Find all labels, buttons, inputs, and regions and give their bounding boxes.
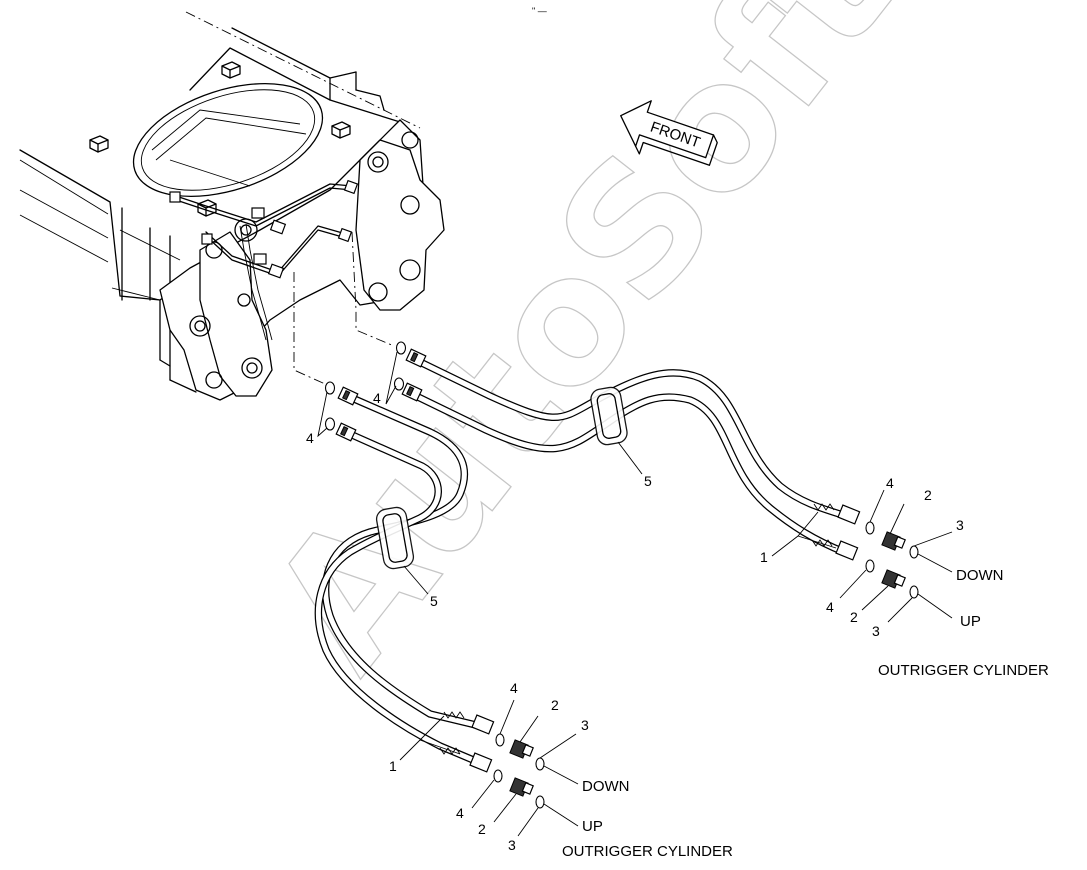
frame-oring-callout-right: 4 xyxy=(373,390,381,406)
clamp-right: 5 xyxy=(590,386,652,489)
upper-right-hose-callout: 1 xyxy=(760,549,768,565)
lower-oring-adapter-bottom-callout: 3 xyxy=(508,837,516,853)
clamp-left: 5 xyxy=(375,506,438,609)
clamp-right-callout: 5 xyxy=(644,473,652,489)
lower-cylinder-label: OUTRIGGER CYLINDER xyxy=(562,843,733,860)
lower-oring-hose-top-callout: 4 xyxy=(510,680,518,696)
upper-right-oring-hose-bottom-callout: 4 xyxy=(826,599,834,615)
lower-hoses xyxy=(314,386,495,773)
watermark: AutoSoft xyxy=(232,0,929,707)
upper-right-cylinder-label: OUTRIGGER CYLINDER xyxy=(878,662,1049,679)
clamp-left-callout: 5 xyxy=(430,593,438,609)
frame-oring-callout-left: 4 xyxy=(306,430,314,446)
adapter-lower-bottom xyxy=(509,777,534,797)
upper-right-oring-adapter-bottom-callout: 3 xyxy=(872,623,880,639)
lower-adapter-bottom-callout: 2 xyxy=(478,821,486,837)
lower-port-up: UP xyxy=(582,818,603,835)
guide-lines xyxy=(293,231,395,389)
upper-right-adapter-bottom-callout: 2 xyxy=(850,609,858,625)
adapter-upper-right-top xyxy=(881,531,906,551)
lower-fittings: 4 2 3 DOWN 1 4 2 3 UP OUTRIGGER CYLINDER xyxy=(389,680,733,860)
lower-oring-hose-bottom-callout: 4 xyxy=(456,805,464,821)
top-marks: " — xyxy=(532,6,547,16)
upper-right-adapter-top-callout: 2 xyxy=(924,487,932,503)
watermark-text: AutoSoft xyxy=(233,0,929,706)
upper-right-hoses xyxy=(401,348,861,561)
lower-adapter-top-callout: 2 xyxy=(551,697,559,713)
frame-side-orings: 4 4 xyxy=(306,341,407,446)
machine-frame xyxy=(19,11,445,401)
adapter-lower-top xyxy=(509,739,534,759)
upper-right-oring-hose-top-callout: 4 xyxy=(886,475,894,491)
upper-right-oring-adapter-top-callout: 3 xyxy=(956,517,964,533)
upper-right-port-down: DOWN xyxy=(956,567,1004,584)
lower-port-down: DOWN xyxy=(582,778,630,795)
lower-hose-callout: 1 xyxy=(389,758,397,774)
frame-blocks xyxy=(89,61,351,217)
lower-oring-adapter-top-callout: 3 xyxy=(581,717,589,733)
adapter-upper-right-bottom xyxy=(881,569,906,589)
upper-right-fittings: 4 2 3 DOWN 1 4 2 3 UP OUTRIGGER CYLINDER xyxy=(760,475,1049,679)
upper-right-port-up: UP xyxy=(960,613,981,630)
